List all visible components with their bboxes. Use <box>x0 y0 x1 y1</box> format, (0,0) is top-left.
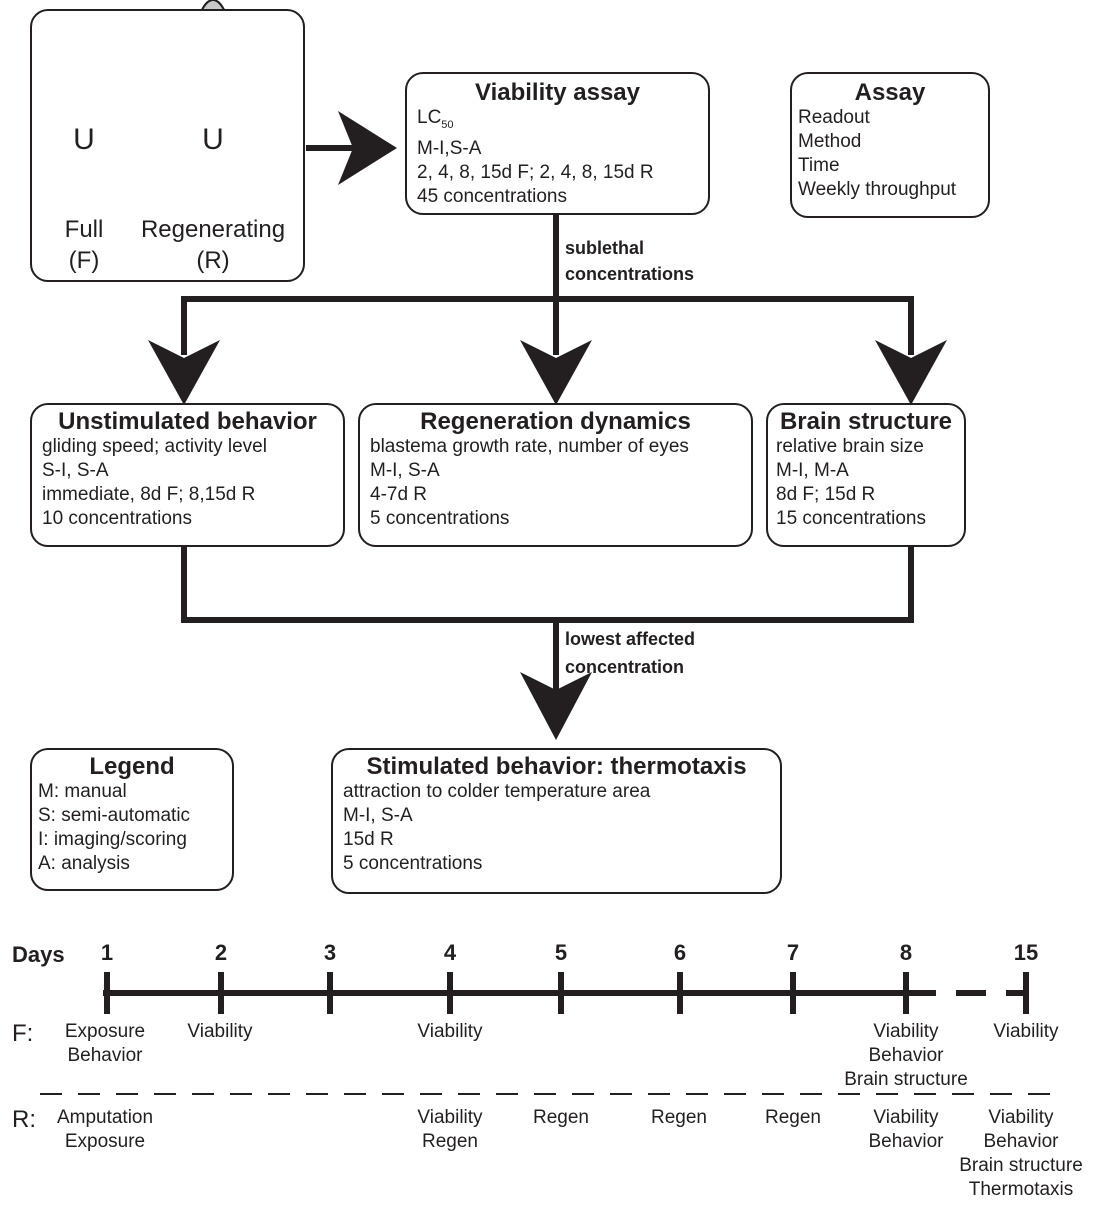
viability-title: Viability assay <box>475 79 640 106</box>
regeneration-time: 4-7d R <box>370 484 428 505</box>
worm-body-mark: U <box>73 123 95 156</box>
viability-method: M-I,S-A <box>417 137 482 159</box>
day-number: 2 <box>214 940 228 965</box>
assay-key-title: Assay <box>854 79 926 106</box>
days-label: Days <box>12 942 65 967</box>
arrow-to-brain <box>875 340 947 405</box>
day-number: 8 <box>899 940 913 965</box>
lowest-label: lowest affected <box>565 629 696 649</box>
regeneration-throughput: 5 concentrations <box>370 508 510 529</box>
brain-method: M-I, M-A <box>776 460 849 481</box>
legend-box: Legend M: manual S: semi-automatic I: im… <box>30 748 234 891</box>
regeneration-dynamics-box: Regeneration dynamics blastema growth ra… <box>358 403 753 547</box>
unstimulated-method: S-I, S-A <box>42 460 109 481</box>
brain-structure-box: Brain structure relative brain size M-I,… <box>766 403 966 547</box>
viability-time: 2, 4, 8, 15d F; 2, 4, 8, 15d R <box>417 161 654 183</box>
unstimulated-throughput: 10 concentrations <box>42 508 192 529</box>
arrow-to-viability <box>306 111 397 185</box>
lowest-label-2: concentration <box>565 657 685 677</box>
legend-item: A: analysis <box>38 853 130 874</box>
sublethal-label: sublethal <box>565 238 645 258</box>
r-events-day6: Regen <box>651 1107 707 1128</box>
legend-item: M: manual <box>38 781 127 802</box>
unstimulated-readout: gliding speed; activity level <box>42 436 267 457</box>
arrow-to-unstimulated <box>148 340 220 405</box>
timeline-axis <box>103 972 1029 1014</box>
regeneration-title: Regeneration dynamics <box>420 408 691 435</box>
sublethal-connector <box>148 214 947 405</box>
thermotaxis-throughput: 5 concentrations <box>343 853 483 874</box>
legend-title: Legend <box>89 753 175 780</box>
day-number: 4 <box>443 940 457 965</box>
viability-throughput: 45 concentrations <box>417 185 567 207</box>
thermotaxis-method: M-I, S-A <box>343 805 413 826</box>
assay-key-line: Weekly throughput <box>798 179 957 200</box>
day-number: 1 <box>100 940 114 965</box>
thermotaxis-readout: attraction to colder temperature area <box>343 781 651 802</box>
sublethal-label-2: concentrations <box>565 264 695 284</box>
brain-readout: relative brain size <box>776 436 924 457</box>
f-events-day15: Viability <box>993 1021 1059 1042</box>
unstimulated-time: immediate, 8d F; 8,15d R <box>42 484 256 505</box>
thermotaxis-title: Stimulated behavior: thermotaxis <box>366 753 747 780</box>
regenerating-code: (R) <box>196 247 230 274</box>
assay-key-line: Time <box>798 155 840 176</box>
f-events-day2: Viability <box>187 1021 253 1042</box>
viability-readout: LC50 <box>417 107 454 131</box>
r-row-label: R: <box>12 1106 36 1133</box>
worm-body-mark-regen: U <box>202 123 224 156</box>
regeneration-method: M-I, S-A <box>370 460 440 481</box>
assay-key-line: Method <box>798 131 862 152</box>
thermotaxis-box: Stimulated behavior: thermotaxis attract… <box>331 748 782 894</box>
assay-key-line: Readout <box>798 107 870 128</box>
unstimulated-behavior-box: Unstimulated behavior gliding speed; act… <box>30 403 345 547</box>
viability-assay-box: Viability assay LC50 M-I,S-A 2, 4, 8, 15… <box>405 72 710 215</box>
brain-throughput: 15 concentrations <box>776 508 926 529</box>
brain-time: 8d F; 15d R <box>776 484 876 505</box>
day-number: 7 <box>786 940 800 965</box>
organism-panel <box>30 9 305 282</box>
day-number: 3 <box>323 940 337 965</box>
full-label: Full <box>64 216 104 243</box>
r-events-day7: Regen <box>765 1107 821 1128</box>
arrow-to-regeneration <box>520 340 592 405</box>
f-events-day4: Viability <box>417 1021 483 1042</box>
lowest-connector <box>181 545 914 740</box>
brain-title: Brain structure <box>779 408 953 435</box>
assay-key-box: Assay Readout Method Time Weekly through… <box>790 72 990 218</box>
thermotaxis-time: 15d R <box>343 829 394 850</box>
arrow-to-thermotaxis <box>520 672 592 740</box>
unstimulated-title: Unstimulated behavior <box>58 408 317 435</box>
regeneration-readout: blastema growth rate, number of eyes <box>370 436 689 457</box>
f-row-label: F: <box>12 1020 34 1047</box>
day-number: 5 <box>554 940 568 965</box>
legend-item: S: semi-automatic <box>38 805 191 826</box>
r-events-day5: Regen <box>533 1107 589 1128</box>
full-code: (F) <box>68 247 100 274</box>
day-number: 15 <box>1013 940 1039 965</box>
regenerating-label: Regenerating <box>140 216 286 243</box>
legend-item: I: imaging/scoring <box>38 829 187 850</box>
day-number: 6 <box>673 940 687 965</box>
